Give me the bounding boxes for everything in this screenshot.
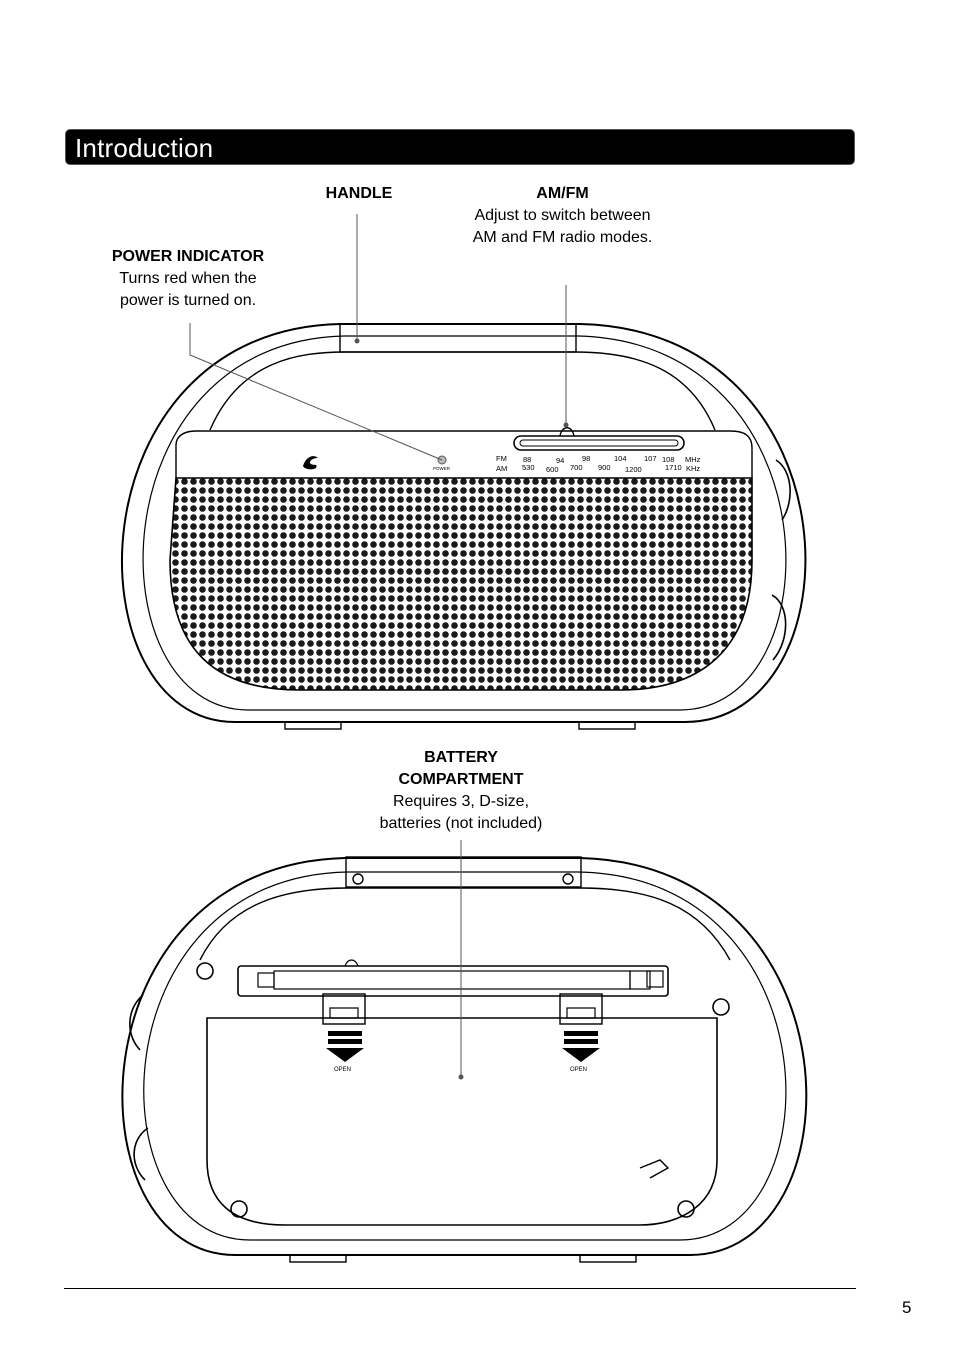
dial-fm-label: FM <box>496 454 507 463</box>
battery-leader-line <box>458 840 464 1080</box>
callout-battery-compartment: BATTERY COMPARTMENT Requires 3, D-size, … <box>350 747 572 835</box>
dial-am-value: 700 <box>570 463 583 472</box>
page-number: 5 <box>902 1298 912 1317</box>
dial-am-value: 1200 <box>625 465 642 474</box>
dial-am-value: 900 <box>598 463 611 472</box>
callout-handle: HANDLE <box>300 183 418 205</box>
callout-power-indicator: POWER INDICATOR Turns red when the power… <box>98 246 278 312</box>
callout-battery-description: Requires 3, D-size, batteries (not inclu… <box>379 793 543 832</box>
dial-scale: POWER FM AM 88 94 98 104 107 108 530 600… <box>433 454 701 474</box>
callout-power-description: Turns red when the power is turned on. <box>119 270 257 309</box>
dial-am-unit: KHz <box>686 464 700 473</box>
latch-right-label: OPEN <box>570 1067 587 1073</box>
dial-fm-value: 94 <box>556 456 564 465</box>
section-title-bar: Introduction <box>65 129 855 165</box>
dial-fm-value: 98 <box>582 454 590 463</box>
footer-rule <box>64 1288 856 1289</box>
callout-handle-title: HANDLE <box>325 185 393 202</box>
brand-logo-icon <box>303 456 318 470</box>
callout-amfm: AM/FM Adjust to switch between AM and FM… <box>470 183 655 249</box>
dial-am-label: AM <box>496 464 507 473</box>
callout-amfm-title: AM/FM <box>536 185 589 202</box>
open-arrows: OPEN OPEN <box>326 1031 600 1073</box>
open-arrow-icon <box>564 1031 598 1036</box>
radio-back-view <box>121 856 808 1263</box>
dial-fm-value: 108 <box>662 455 675 464</box>
callout-amfm-description: Adjust to switch between AM and FM radio… <box>472 207 653 246</box>
callout-power-title: POWER INDICATOR <box>111 248 265 265</box>
callout-battery-title: BATTERY COMPARTMENT <box>398 749 524 788</box>
dial-am-value: 1710 <box>665 463 682 472</box>
dial-am-value: 600 <box>546 465 559 474</box>
section-title: Introduction <box>75 133 214 163</box>
dial-fm-value: 107 <box>644 454 657 463</box>
power-leader-line <box>189 323 443 461</box>
dial-am-value: 530 <box>522 463 535 472</box>
leader-lines-front <box>189 214 569 461</box>
dial-fm-value: 104 <box>614 454 627 463</box>
dial-fm-unit: MHz <box>685 455 701 464</box>
open-arrow-icon <box>328 1031 362 1036</box>
radio-front-view <box>121 323 807 730</box>
dial-fm-value: 88 <box>523 455 531 464</box>
power-label: POWER <box>433 466 451 471</box>
latch-left-label: OPEN <box>334 1067 351 1073</box>
